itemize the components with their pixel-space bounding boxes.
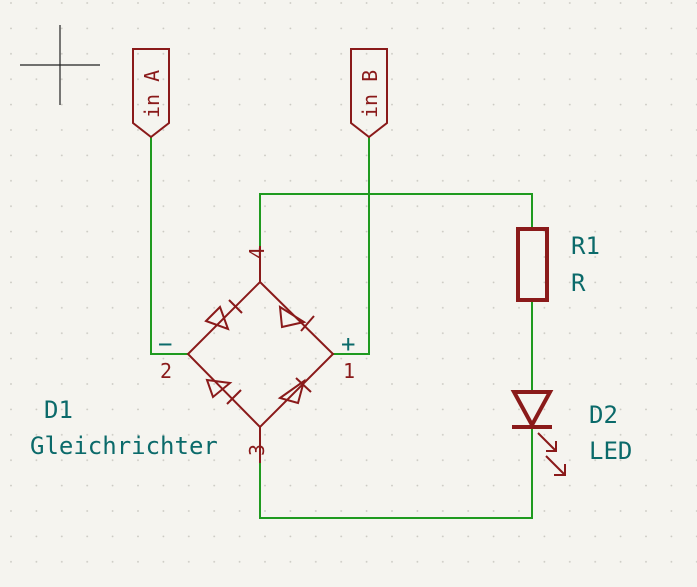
resistor-r1[interactable] [516, 227, 549, 302]
wires [150, 137, 533, 519]
wire-in-b[interactable] [333, 137, 370, 355]
label-in-a-text: in A [140, 70, 164, 118]
light-emission-arrows-icon [537, 432, 566, 476]
d1-value: Gleichrichter [30, 432, 218, 460]
diode-ul-icon [204, 299, 243, 331]
wire-top[interactable] [259, 193, 533, 246]
label-in-b-text: in B [358, 70, 382, 118]
wire-bottom[interactable] [259, 427, 533, 519]
d1-reference: D1 [44, 396, 73, 424]
d2-reference: D2 [589, 401, 618, 429]
wire-in-a[interactable] [150, 137, 188, 355]
crosshair-cursor-icon [20, 25, 100, 105]
d2-value: LED [589, 437, 632, 465]
pin-3-number: 3 [245, 444, 269, 456]
global-label-in-b[interactable]: in B [350, 48, 388, 139]
r1-reference: R1 [571, 232, 600, 260]
global-label-in-a[interactable]: in A [132, 48, 170, 139]
bridge-rectifier-d1[interactable]: 2 1 4 3 + − [158, 246, 355, 463]
diode-lr-icon [277, 377, 312, 405]
pin-4-number: 4 [245, 247, 269, 259]
minus-marker: − [158, 330, 172, 358]
diode-ur-icon [278, 305, 315, 332]
diode-ll-icon [205, 378, 242, 405]
led-d2[interactable] [510, 390, 566, 476]
pin-1-number: 1 [343, 359, 355, 383]
pin-2-number: 2 [160, 359, 172, 383]
r1-value: R [571, 269, 586, 297]
plus-marker: + [341, 330, 355, 358]
